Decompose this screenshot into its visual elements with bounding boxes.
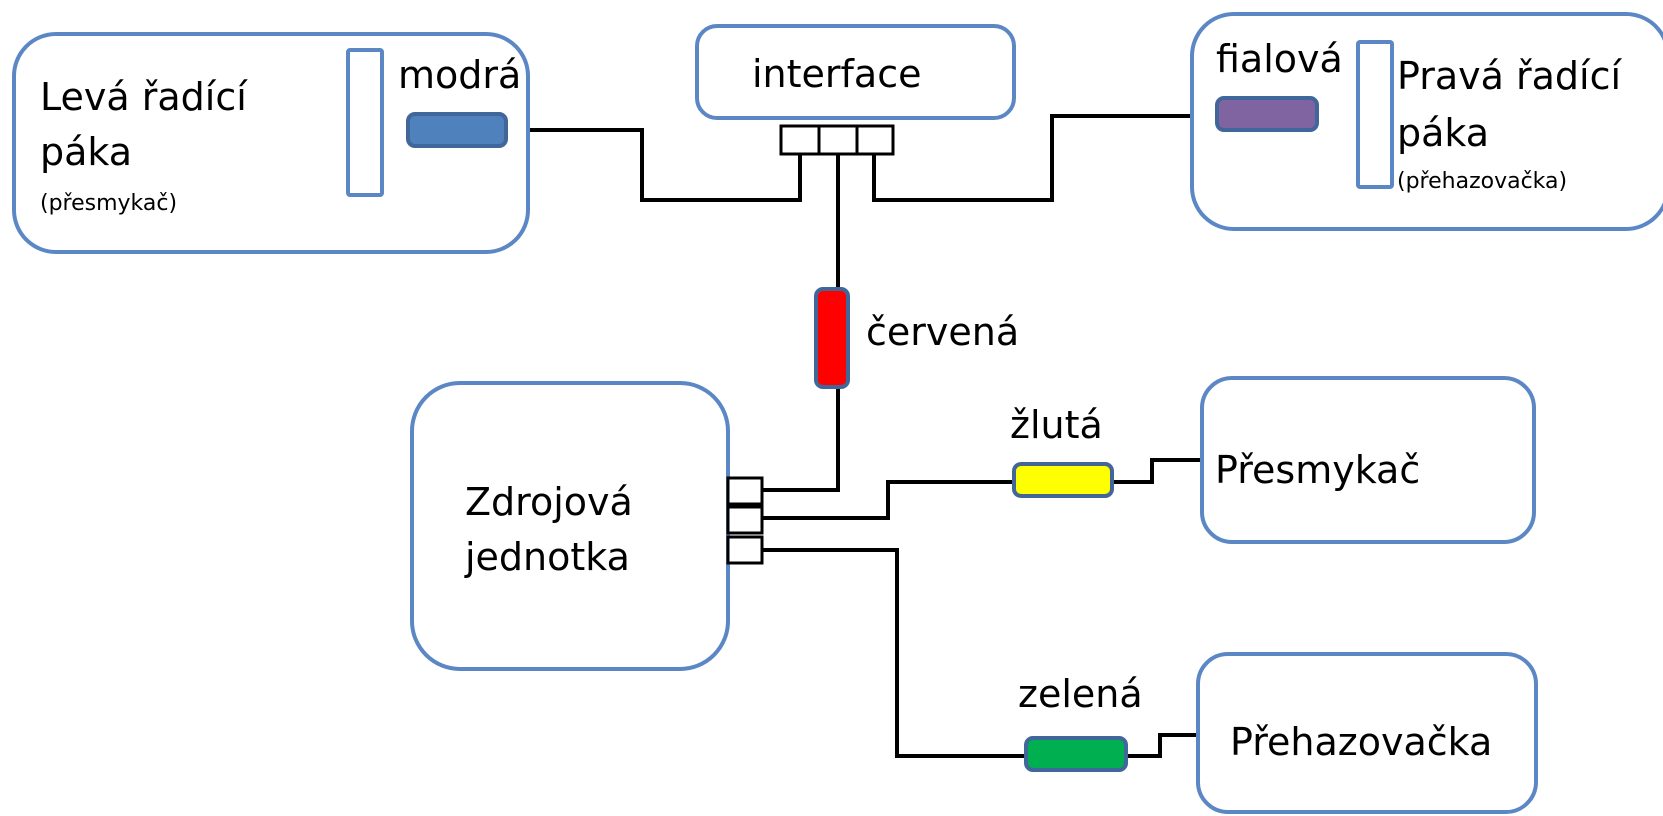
plug-blue: [406, 112, 508, 148]
power-unit-sockets: [726, 476, 764, 565]
interface-title: interface: [752, 52, 921, 96]
right-lever-subtitle: (přehazovačka): [1397, 169, 1567, 194]
plug-green: [1024, 736, 1128, 772]
interface-socket-3: [855, 124, 895, 156]
right-lever-bar: [1356, 40, 1394, 189]
plug-purple: [1215, 96, 1319, 132]
wire-power-unit-to-rear-derailleur: [762, 548, 1198, 758]
power-unit-socket-3: [726, 535, 764, 565]
interface-box: [695, 24, 1016, 120]
plug-red: [814, 287, 850, 389]
front-derailleur-title: Přesmykač: [1215, 448, 1420, 492]
left-lever-subtitle: (přesmykač): [40, 191, 177, 216]
interface-sockets: [779, 124, 895, 156]
power-unit-title-line1: Zdrojová: [465, 480, 633, 524]
interface-socket-1: [779, 124, 821, 156]
power-unit-socket-2: [726, 505, 764, 535]
label-green-cable: zelená: [1018, 672, 1143, 716]
left-lever-title-line1: Levá řadící: [40, 75, 248, 119]
left-lever-box: [12, 32, 530, 254]
front-derailleur-box: [1200, 376, 1536, 544]
right-lever-box: [1190, 12, 1663, 231]
label-yellow-cable: žlutá: [1010, 403, 1103, 447]
rear-derailleur-box: [1196, 652, 1538, 814]
wire-interface-to-power-unit: [762, 150, 840, 492]
power-unit-title-line2: jednotka: [464, 535, 630, 579]
right-lever-title-line2: páka: [1397, 111, 1489, 155]
power-unit-socket-1: [726, 476, 764, 506]
interface-socket-2: [817, 124, 859, 156]
label-purple-cable: fialová: [1216, 37, 1343, 81]
label-red-cable: červená: [866, 310, 1019, 354]
rear-derailleur-title: Přehazovačka: [1230, 720, 1492, 764]
plug-yellow: [1012, 462, 1114, 498]
label-blue-cable: modrá: [398, 53, 521, 97]
power-unit-box: [410, 381, 730, 671]
left-lever-bar: [346, 48, 384, 197]
left-lever-title-line2: páka: [40, 130, 132, 174]
right-lever-title-line1: Pravá řadící: [1397, 54, 1622, 98]
